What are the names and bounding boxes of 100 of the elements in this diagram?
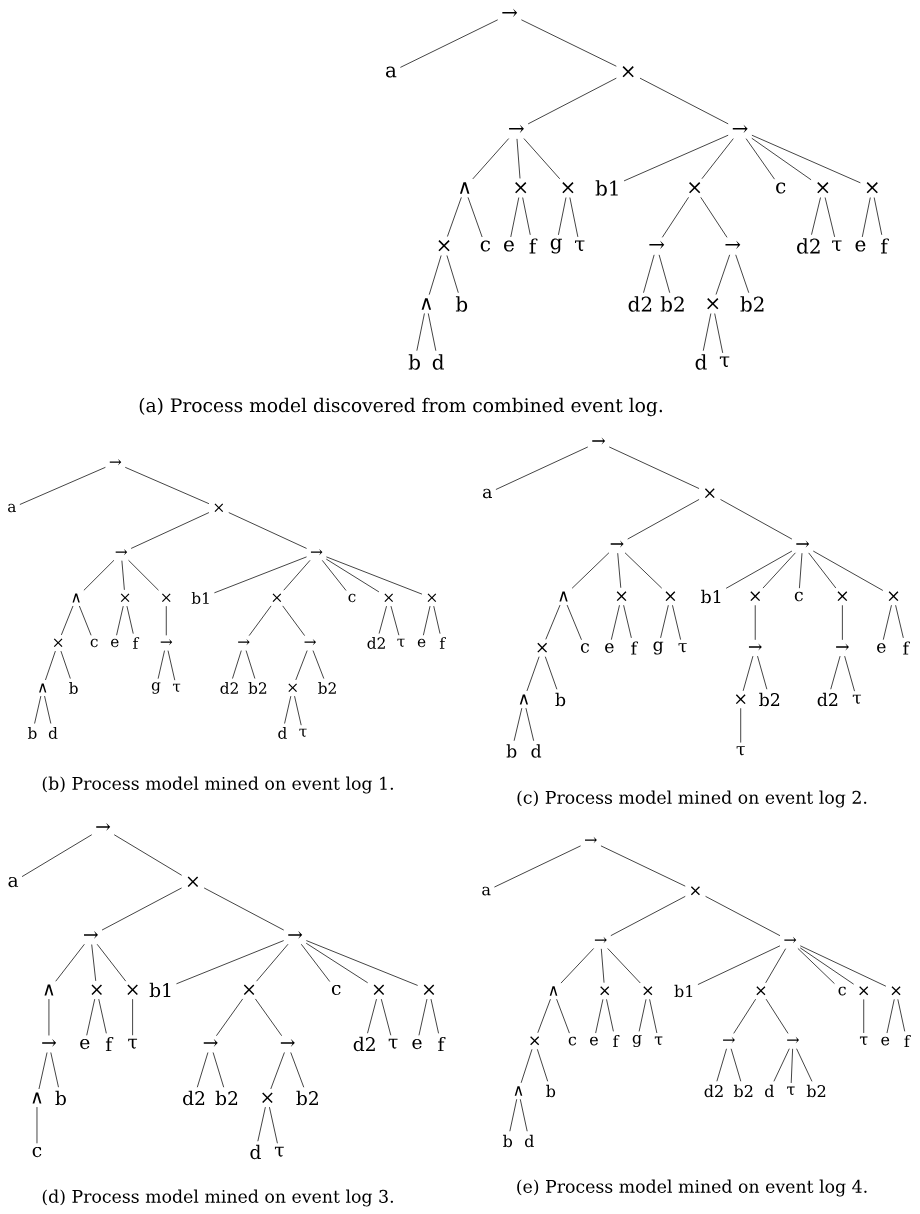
operator-symbol: × [665,591,676,602]
tree-branch [430,998,439,1034]
operator-symbol: → [725,240,741,249]
tree-branch [842,604,843,641]
tree-branch [79,605,92,636]
activity-label: e [504,240,514,252]
activity-label: e [590,1036,598,1046]
tree-branch [522,197,531,236]
activity-label: d2 [220,682,238,694]
activity-label: b [506,744,517,758]
operator-symbol: → [592,437,606,445]
tree-branch [639,77,729,125]
operator-symbol: → [594,936,607,944]
tree-branch [799,552,803,589]
operator-symbol: × [756,986,766,996]
tree-branch [660,604,669,639]
activity-label: d2 [704,1084,723,1098]
activity-label: τ [172,683,181,692]
tree-branch [797,948,835,984]
activity-label: b [27,727,37,739]
tree-branch [21,834,93,877]
operator-symbol: → [84,931,98,939]
operator-symbol: ∧ [72,593,80,603]
activity-label: c [32,1146,42,1158]
tree-branch [745,138,775,180]
tree-branch [212,1052,225,1088]
operator-symbol: × [427,593,437,603]
activity-label: b [503,1134,513,1148]
activity-label: f [133,637,140,649]
tree-branch [126,605,134,634]
tree-branch [897,998,906,1032]
activity-label: f [105,1036,114,1052]
operator-symbol: × [704,488,715,499]
activity-label: f [438,1036,446,1052]
activity-label: e [412,1038,422,1050]
operator-symbol: → [748,643,762,651]
tree-branch [701,138,734,180]
activity-label: f [903,641,910,655]
tree-branch [91,944,97,982]
activity-label: b2 [215,1090,238,1106]
tree-branch [824,197,835,238]
operator-symbol: × [837,591,848,602]
operator-symbol: → [238,638,250,646]
tree-branch [569,197,579,238]
operator-symbol: × [537,642,548,653]
operator-symbol: ∧ [514,1086,523,1096]
operator-symbol: × [735,694,746,705]
tree-branch [38,1052,48,1090]
tree-branch [714,313,724,354]
activity-label: g [632,1034,642,1048]
tree-branch [725,550,793,589]
tree-branch [48,998,50,1036]
tree-branch [751,137,812,181]
tree-branch [796,1048,813,1082]
tree-branch [886,998,895,1034]
tree-branch [50,1052,59,1088]
activity-label: b [69,682,78,694]
activity-label: τ [678,643,687,653]
tree-branch [700,196,728,238]
operator-symbol: → [585,836,597,844]
tree-branch [290,1052,305,1088]
tree-branch [269,1106,278,1144]
activity-label: f [613,1034,620,1048]
tree-branch [705,896,781,937]
activity-label: c [838,986,846,996]
operator-symbol: × [707,298,719,310]
operator-symbol: × [288,683,297,693]
activity-label: τ [397,638,405,647]
activity-label: e [877,643,886,653]
tree-branch [416,313,425,352]
activity-label: b [455,296,468,312]
operator-symbol: × [643,986,653,996]
operator-symbol: → [42,1039,57,1047]
tree-branch [467,197,483,238]
activity-label: τ [274,1146,284,1157]
tree-branch [525,707,535,742]
operator-symbol: × [438,240,450,252]
activity-label: d [524,1134,534,1148]
operator-symbol: × [161,593,171,603]
tree-branch [545,604,561,640]
tree-branch [427,313,437,352]
tree-branch [537,998,551,1034]
operator-symbol: ∧ [549,986,558,996]
tree-branch [124,466,210,505]
tree-branch [176,940,285,985]
operator-symbol: × [243,984,255,995]
activity-label: d [432,354,444,370]
operator-symbol: ∧ [44,984,54,996]
activity-label: b1 [191,592,209,604]
operator-symbol: × [91,984,102,995]
tree-branch [495,446,589,490]
tree-branch [157,650,165,679]
tree-branch [607,948,641,984]
activity-label: b2 [318,682,336,694]
tree-branch [658,254,671,294]
tree-branch [257,1106,266,1142]
tree-branch [509,1098,518,1132]
tree-branch [60,650,71,679]
operator-symbol: → [96,823,111,831]
tree-branch [882,604,892,641]
